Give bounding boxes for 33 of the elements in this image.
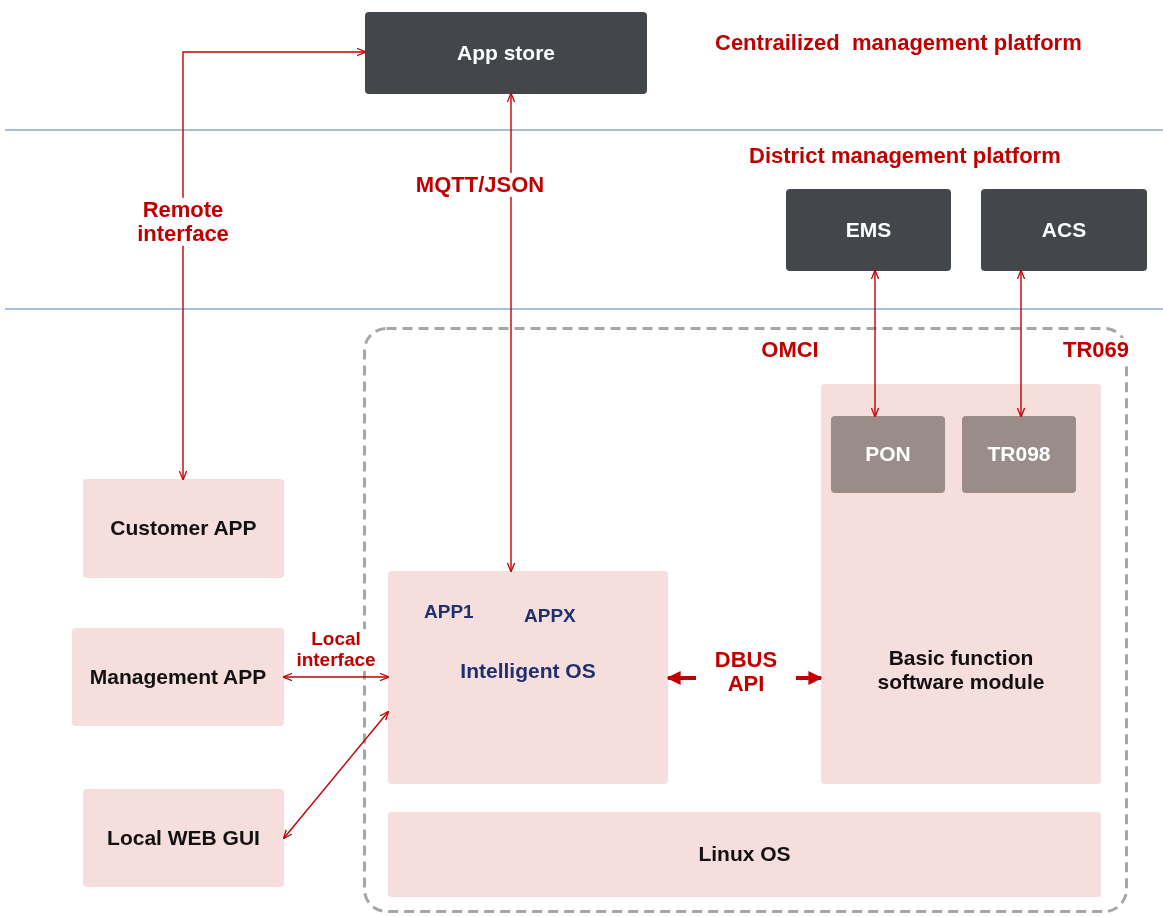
layer-title: District management platform — [749, 143, 1061, 169]
edge-label: TR069 — [1061, 337, 1131, 363]
node-label: APPX — [524, 605, 576, 627]
arrow — [282, 672, 390, 682]
arrow — [1016, 269, 1026, 418]
node-label: EMS — [844, 217, 893, 243]
module-box — [388, 571, 668, 784]
node-label: APP1 — [424, 601, 474, 623]
node-label: Linux OS — [697, 842, 792, 867]
node-label: App store — [456, 40, 556, 66]
node-label: Local WEB GUI — [106, 825, 261, 851]
module-box — [72, 628, 284, 726]
layer-title: Centrailized management platform — [715, 30, 1082, 56]
node-label: Management APP — [88, 664, 268, 690]
node-label: Customer APP — [109, 516, 258, 541]
module-box — [821, 384, 1101, 784]
arrow — [282, 710, 390, 840]
module-box — [388, 812, 1101, 897]
node-label: Basic function software module — [876, 646, 1046, 695]
node-label: TR098 — [986, 442, 1052, 467]
component-box — [962, 416, 1076, 493]
platform-box — [365, 12, 647, 94]
arrow — [870, 269, 880, 418]
node-label: Intelligent OS — [459, 659, 597, 684]
platform-box — [786, 189, 951, 271]
platform-box — [981, 189, 1147, 271]
module-box — [83, 479, 284, 578]
node-label: PON — [864, 442, 912, 467]
arrow — [178, 47, 367, 481]
node-label: ACS — [1040, 217, 1088, 243]
component-box — [831, 416, 945, 493]
module-box — [83, 789, 284, 887]
arrow — [506, 92, 516, 573]
